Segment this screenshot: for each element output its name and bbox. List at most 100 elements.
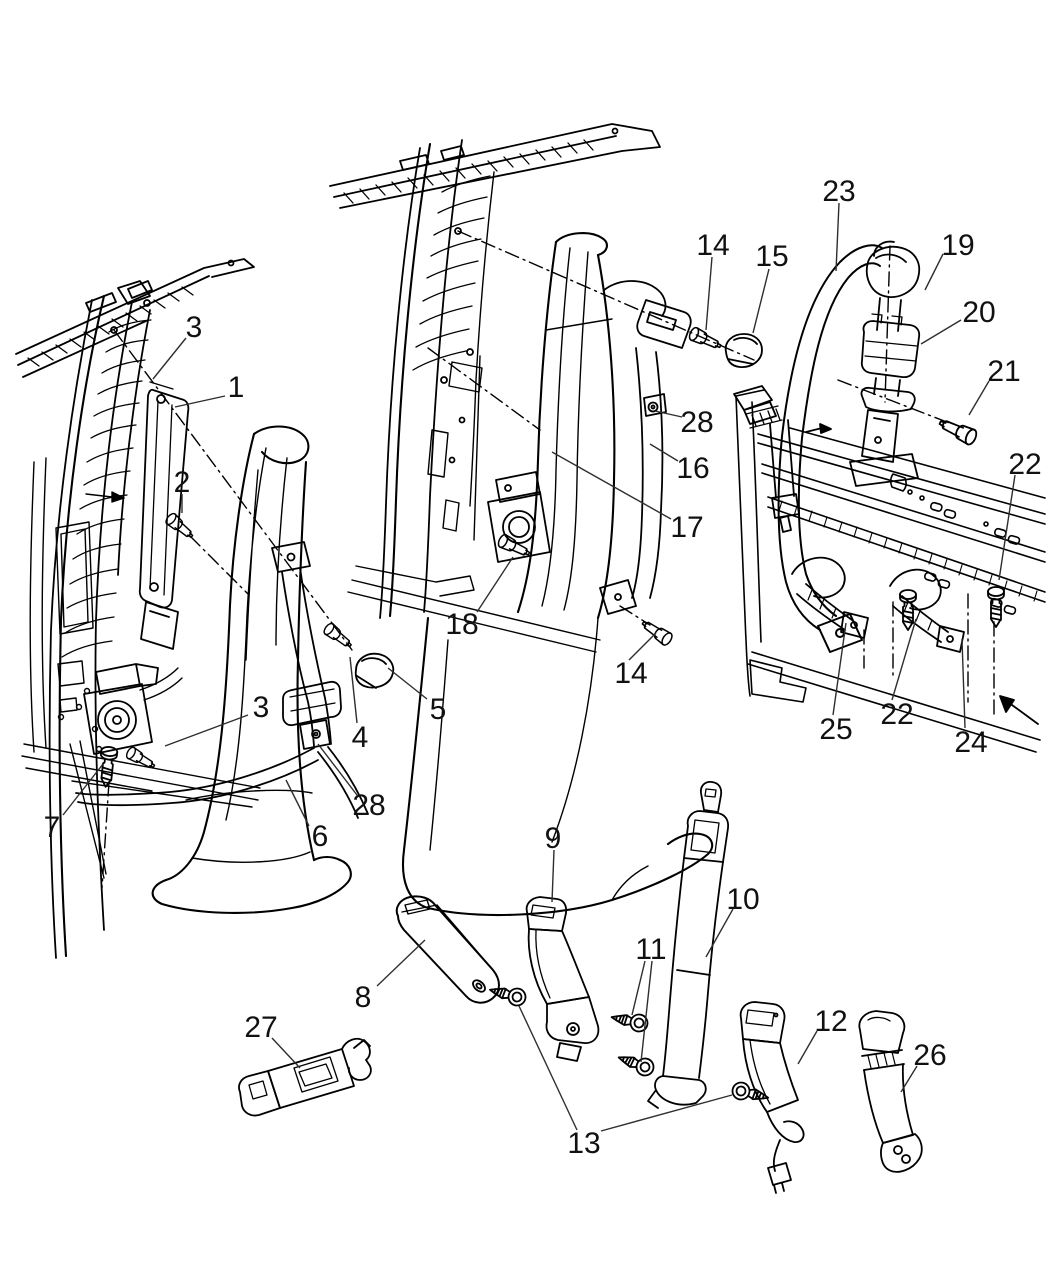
left-shoulder-belt <box>733 385 832 533</box>
callout-13-31: 13 <box>518 1005 733 1160</box>
part-11-screw <box>614 1048 657 1079</box>
callout-leader-line <box>832 622 847 716</box>
b-pillar <box>48 280 152 959</box>
part-number-label: 11 <box>635 933 666 966</box>
callout-17-13: 17 <box>551 451 704 544</box>
callout-26-30: 26 <box>900 1039 947 1093</box>
callout-leader-line <box>631 960 646 1016</box>
part-number-label: 23 <box>822 175 855 208</box>
callout-leader-line <box>600 1094 733 1132</box>
callout-leader-line <box>705 256 713 331</box>
callout-8-27: 8 <box>355 939 426 1014</box>
assembly-axis <box>863 593 995 715</box>
callout-16-12: 16 <box>649 443 710 485</box>
callout-12-29: 12 <box>797 1005 848 1065</box>
callout-25-21: 25 <box>819 622 853 746</box>
part-number-label: 28 <box>680 406 713 439</box>
part-number-label: 24 <box>954 726 987 759</box>
part-number-label: 13 <box>567 1127 600 1160</box>
callout-leader-line <box>551 849 555 903</box>
part-number-label: 16 <box>676 452 709 485</box>
weatherstrip-hatching <box>61 319 152 658</box>
direction-arrow-icon <box>819 423 832 434</box>
part-number-label: 14 <box>614 657 647 690</box>
weatherstrip-hatching <box>412 175 491 371</box>
center-pillar-view <box>329 123 763 916</box>
part-16-17-pillar-trim <box>402 232 714 916</box>
part-2-screw <box>163 511 197 543</box>
callout-4-5: 4 <box>349 656 369 754</box>
part-27-latch-plate <box>238 1037 372 1117</box>
part-28-center-belt <box>599 280 692 615</box>
callout-24-23: 24 <box>954 638 988 759</box>
callout-leader-line <box>174 395 226 408</box>
callout-19-17: 19 <box>924 229 975 291</box>
part-number-label: 14 <box>696 229 729 262</box>
part-number-label: 27 <box>244 1011 277 1044</box>
callout-leader-line <box>387 667 428 700</box>
part-28-guide-screw <box>311 729 321 739</box>
part-number-label: 6 <box>312 820 329 853</box>
callout-11-26: 11 <box>631 933 667 1063</box>
callout-leader-line <box>649 443 679 462</box>
part-number-label: 17 <box>670 511 703 544</box>
callout-21-19: 21 <box>968 355 1021 416</box>
part-3-retractor <box>83 663 183 773</box>
back-panel <box>735 389 1046 753</box>
part-number-label: 21 <box>987 355 1020 388</box>
callout-2-2: 2 <box>174 466 190 513</box>
loose-parts <box>238 780 923 1194</box>
part-10-belt-extension <box>647 780 730 1109</box>
anchor-pedestal <box>849 409 919 487</box>
callout-leader-line <box>285 779 310 827</box>
part-26-belt-strap <box>858 1010 923 1173</box>
callout-leader-line <box>924 253 944 291</box>
callout-3-3: 3 <box>164 691 270 747</box>
part-number-label: 9 <box>545 822 562 855</box>
callout-leader-line <box>752 268 770 334</box>
callout-3-0: 3 <box>152 311 202 380</box>
part-11-screw <box>608 1007 650 1034</box>
callout-leader-line <box>62 763 104 816</box>
part-13-screw <box>486 980 529 1009</box>
callout-leader-line <box>835 202 840 272</box>
callout-1-1: 1 <box>174 371 244 408</box>
callout-23-16: 23 <box>822 175 856 272</box>
assembly-axis <box>189 535 249 595</box>
assembly-axis <box>837 379 953 425</box>
callout-28-7: 28 <box>317 743 386 822</box>
callout-10-25: 10 <box>705 883 760 958</box>
part-19-anchor-cover <box>865 240 921 298</box>
callout-leader-line <box>920 319 962 345</box>
callout-27-28: 27 <box>244 1011 301 1069</box>
callout-7-4: 7 <box>44 763 104 844</box>
part-number-label: 3 <box>253 691 270 724</box>
callout-leader-line <box>628 632 657 661</box>
callout-leader-line <box>968 380 990 416</box>
part-number-label: 20 <box>962 296 995 329</box>
part-number-label: 19 <box>941 229 974 262</box>
part-number-label: 25 <box>819 713 852 746</box>
callout-9-24: 9 <box>545 822 562 903</box>
part-number-label: 4 <box>352 721 369 754</box>
callout-leader-line <box>152 337 187 380</box>
callout-leader-line <box>551 451 672 520</box>
part-number-label: 12 <box>814 1005 847 1038</box>
callout-leader-line <box>317 743 358 796</box>
part-20-retractor <box>860 313 921 379</box>
part-number-label: 5 <box>430 693 447 726</box>
callout-leader-line <box>998 474 1016 581</box>
assembly-axis <box>113 329 353 651</box>
callout-6-8: 6 <box>285 779 329 853</box>
assembly-axis <box>457 230 755 361</box>
assembly-axis <box>427 347 541 431</box>
left-pillar-view <box>15 258 395 959</box>
c-pillar-inner <box>347 139 601 653</box>
callout-leader-line <box>640 960 653 1063</box>
part-9-buckle <box>525 896 600 1062</box>
part-4-anchor-bolt <box>321 621 356 652</box>
callout-leader-line <box>891 618 917 701</box>
callout-leader-line <box>164 714 249 747</box>
